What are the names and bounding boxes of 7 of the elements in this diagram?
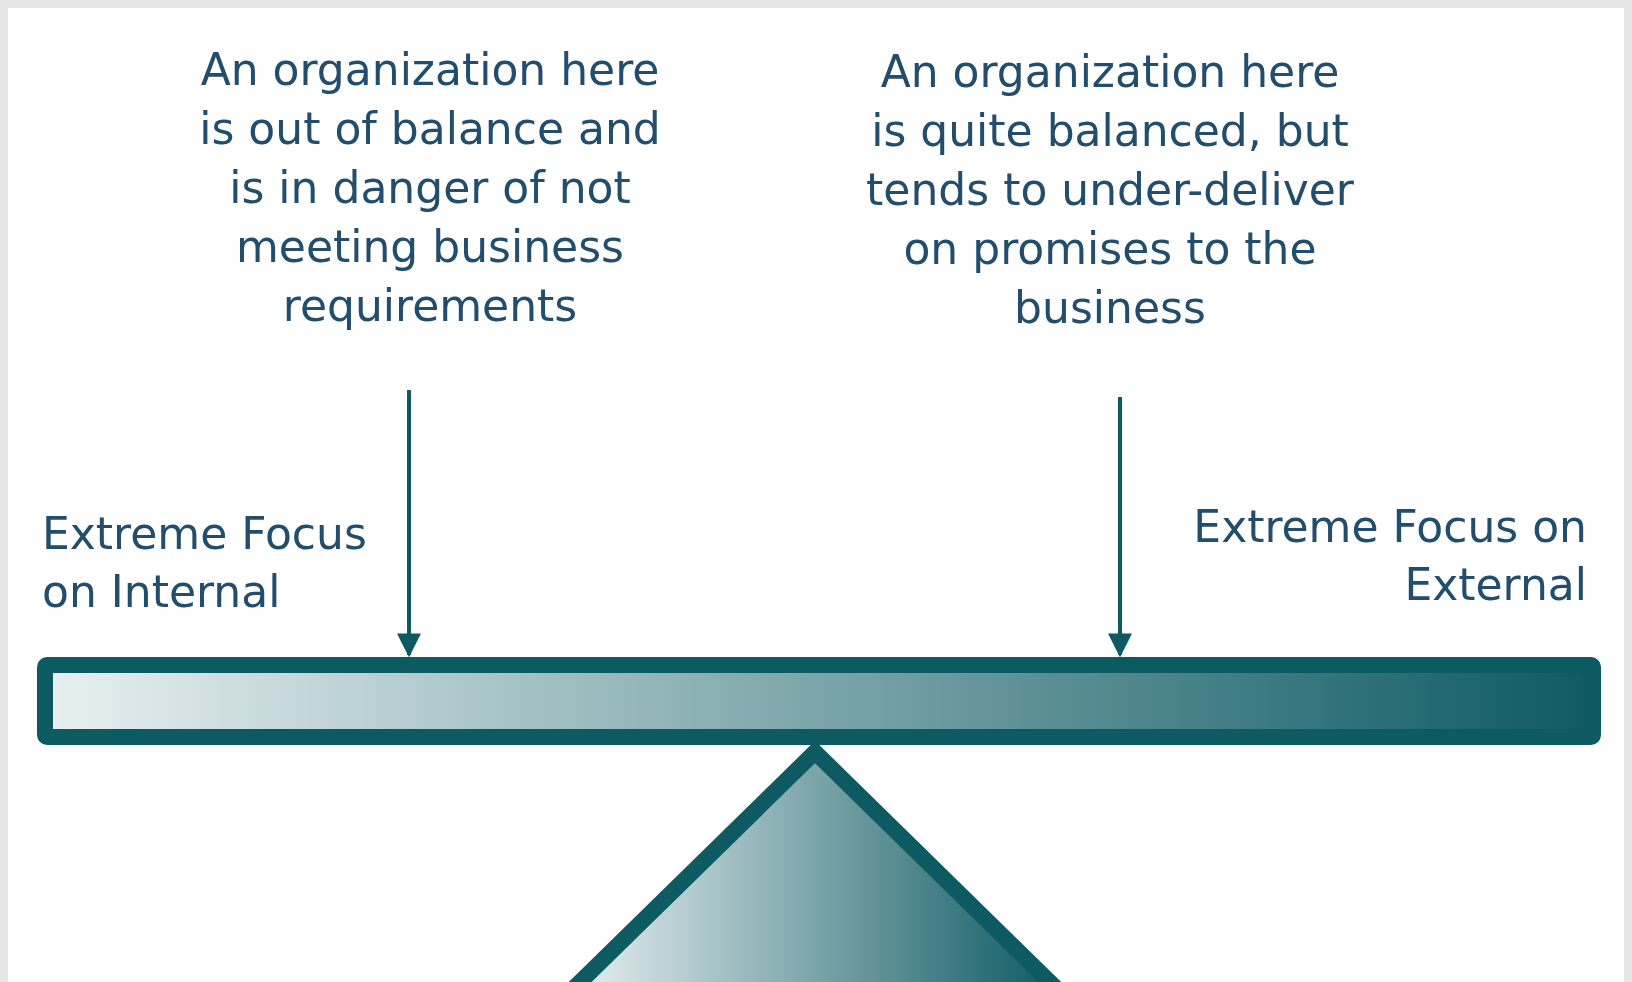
- annotation-text: An organization here is quite balanced, but tends to under-deliver on promises to the business: [865, 45, 1355, 335]
- seesaw-beam: [37, 657, 1601, 745]
- arrow: [397, 390, 421, 658]
- arrow: [1108, 397, 1132, 658]
- axis-end-label: Extreme Focus on External: [1192, 500, 1587, 612]
- axis-end-label: Extreme Focus on Internal: [42, 507, 368, 619]
- annotation-text: An organization here is out of balance and is in danger of not meeting business requirements: [198, 43, 662, 333]
